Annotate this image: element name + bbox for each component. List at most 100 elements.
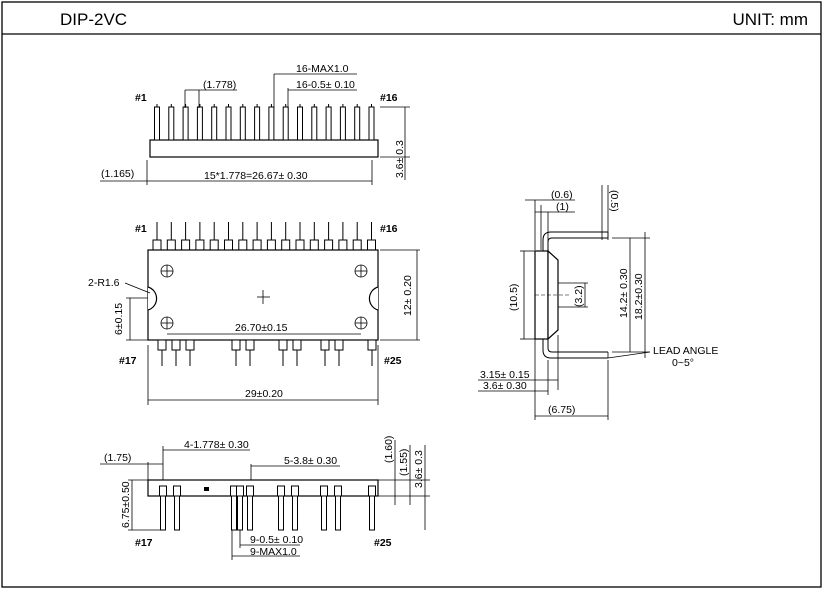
side-left-label: (10.5) xyxy=(508,284,520,311)
top-offset-label: (1.165) xyxy=(101,168,134,180)
top-max-width-label: 16-MAX1.0 xyxy=(296,63,349,75)
right-notch xyxy=(368,286,379,311)
hole-span-label: 26.70±0.15 xyxy=(235,322,288,334)
bottom-pitch-label: 4-1.778± 0.30 xyxy=(184,439,249,451)
top-view-body xyxy=(149,139,379,158)
top-lead xyxy=(339,106,346,141)
top-lead xyxy=(297,106,303,141)
side-height-1: 14.2± 0.30 xyxy=(618,268,630,318)
top-pin-last: #16 xyxy=(380,92,398,104)
side-overall-label: (6.75) xyxy=(548,404,575,416)
front-top-lead-shoulder xyxy=(266,239,276,251)
side-view: (0.6) (1) (0.5) (10.5) (3.2) 14.2± 0.30 … xyxy=(478,185,718,420)
side-lead-top-outer xyxy=(542,231,608,251)
front-top-lead-shoulder xyxy=(152,239,162,251)
front-top-lead-shoulder xyxy=(252,239,262,251)
front-pin-bottom-right: #25 xyxy=(384,355,402,367)
body-width-label: 29±0.20 xyxy=(245,388,283,400)
front-top-lead-shoulder xyxy=(224,239,233,251)
front-top-lead-shoulder xyxy=(195,239,205,251)
bottom-pitch2-label: 5-3.8± 0.30 xyxy=(284,455,337,467)
front-bottom-lead-shoulder xyxy=(171,339,181,351)
top-lead xyxy=(254,106,261,141)
front-bottom-lead-shoulder xyxy=(157,339,167,351)
front-top-lead-shoulder xyxy=(166,239,176,251)
bottom-lead-shoulder xyxy=(320,485,328,497)
bottom-lead-shoulder xyxy=(277,485,285,497)
bottom-offset-label: (1.75) xyxy=(104,452,131,464)
side-offset-1: (0.6) xyxy=(551,189,573,201)
bottom-lead xyxy=(160,495,166,531)
bottom-lead-shoulder xyxy=(246,485,254,497)
side-lead-top-inner xyxy=(547,237,608,251)
top-lead xyxy=(225,106,232,141)
front-bottom-lead-shoulder xyxy=(231,339,241,351)
bottom-lead-shoulder xyxy=(159,485,167,497)
front-bottom-lead-shoulder xyxy=(245,339,255,351)
bottom-lead xyxy=(247,495,253,531)
front-top-lead-shoulder xyxy=(281,239,291,251)
top-height-label: 3.6± 0.3 xyxy=(394,140,406,178)
bottom-pin-last: #25 xyxy=(374,537,392,549)
side-thickness-1: 3.15± 0.15 xyxy=(480,369,530,381)
front-pin-first: #1 xyxy=(135,223,147,235)
left-notch xyxy=(147,286,158,311)
lead-angle-label: LEAD ANGLE xyxy=(653,345,718,357)
lead-angle-value: 0~5° xyxy=(672,357,694,369)
bottom-lead xyxy=(369,495,375,531)
front-top-lead-shoulder xyxy=(181,239,191,251)
package-name: DIP-2VC xyxy=(60,10,127,29)
top-lead-width-label: 16-0.5± 0.10 xyxy=(296,79,355,91)
bottom-lead xyxy=(292,495,298,531)
side-offset-2: (1) xyxy=(556,201,569,213)
top-view: #1 #16 (1.778) 16-MAX1.0 16-0.5± 0.10 (1… xyxy=(100,63,410,185)
side-offset-3: (0.5) xyxy=(608,190,620,212)
top-lead xyxy=(182,106,189,141)
front-view-bottom-leads xyxy=(157,339,377,366)
bottom-dim-160: (1.60) xyxy=(383,436,395,463)
front-bottom-lead-shoulder xyxy=(320,339,330,351)
side-lead-bottom-inner xyxy=(547,339,608,353)
body-height-label: 12± 0.20 xyxy=(402,275,414,316)
front-top-lead-shoulder xyxy=(338,239,348,251)
front-pin-bottom-left: #17 xyxy=(119,355,137,367)
front-top-lead-shoulder xyxy=(324,239,334,251)
front-view-top-leads xyxy=(152,222,376,251)
top-lead xyxy=(268,106,275,141)
bottom-lead xyxy=(321,495,327,531)
bottom-lead-width-label: 9-0.5± 0.10 xyxy=(250,534,303,546)
bottom-lead-shoulder xyxy=(236,485,244,497)
top-lead xyxy=(354,106,361,141)
top-lead xyxy=(211,106,218,141)
bottom-max-width-label: 9-MAX1.0 xyxy=(250,546,297,558)
hole-offset-label: 6±0.15 xyxy=(113,303,125,335)
front-pin-last: #16 xyxy=(380,223,398,235)
side-height-2: 18.2±0.30 xyxy=(633,273,645,320)
bottom-view: (1.75) 4-1.778± 0.30 5-3.8± 0.30 (1.60) … xyxy=(100,436,430,560)
top-pitch-label: (1.778) xyxy=(203,79,236,91)
bottom-lead xyxy=(237,495,243,531)
top-lead xyxy=(311,106,318,141)
front-bottom-lead-shoulder xyxy=(292,339,302,351)
bottom-dim-155: (1.55) xyxy=(398,449,410,476)
top-lead xyxy=(325,106,332,141)
top-lead xyxy=(154,106,160,141)
front-top-lead-shoulder xyxy=(238,239,248,251)
top-lead xyxy=(239,106,246,141)
front-bottom-lead-shoulder xyxy=(334,339,344,351)
bottom-view-body xyxy=(147,479,379,497)
bottom-body-mark xyxy=(204,487,209,491)
front-view: #1 #16 2-R1.6 6±0.15 26.70±0.15 12± 0.20… xyxy=(88,222,420,405)
front-top-lead-shoulder xyxy=(209,239,219,251)
front-top-lead-shoulder xyxy=(309,239,319,251)
bottom-lead xyxy=(335,495,341,531)
top-lead xyxy=(196,106,203,141)
bottom-pin-first: #17 xyxy=(135,537,153,549)
unit-label: UNIT: mm xyxy=(732,10,808,29)
side-thickness-2: 3.6± 0.30 xyxy=(483,380,527,392)
bottom-lead-shoulder xyxy=(334,485,342,497)
radius-label: 2-R1.6 xyxy=(88,277,120,289)
bottom-lead-shoulder xyxy=(291,485,299,497)
bottom-height-label: 3.6± 0.3 xyxy=(413,450,425,488)
